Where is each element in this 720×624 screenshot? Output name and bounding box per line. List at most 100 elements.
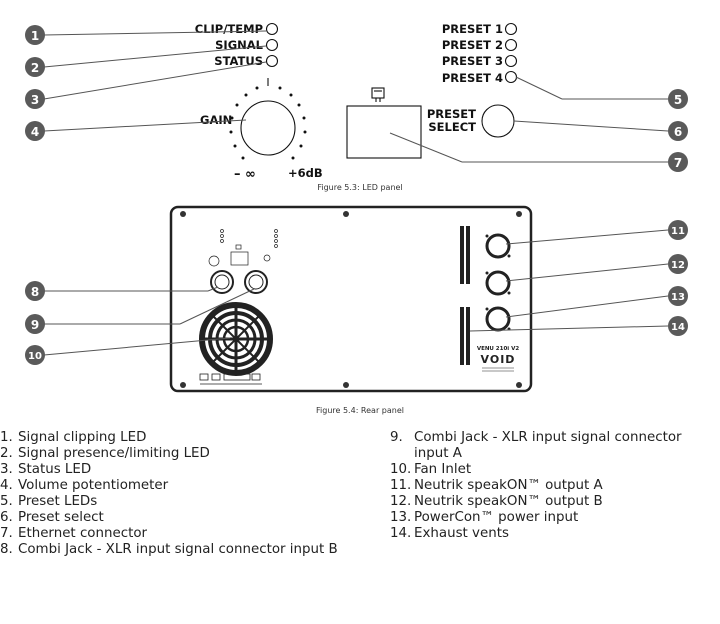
legend-item-number: 8. xyxy=(0,542,13,557)
svg-text:1: 1 xyxy=(31,29,39,43)
status-label: STATUS xyxy=(214,54,263,68)
legend-item-text: Combi Jack - XLR input signal connector … xyxy=(414,430,682,461)
status-led-icon xyxy=(265,54,279,68)
legend-item-text: Status LED xyxy=(18,462,92,477)
warning-labels xyxy=(199,373,262,385)
legend-item-text: Neutrik speakON™ output B xyxy=(414,494,603,509)
svg-text:6: 6 xyxy=(674,125,682,139)
legend-item-number: 9. xyxy=(390,430,403,445)
legend-item-text: Combi Jack - XLR input signal connector … xyxy=(18,542,338,557)
model-label: VENU 210i V2 xyxy=(477,346,520,352)
rear-panel: VENU 210i V2 VOID xyxy=(169,205,533,393)
svg-text:7: 7 xyxy=(674,156,682,170)
speakon-a-icon xyxy=(485,233,511,259)
led-leader-lines xyxy=(43,30,669,163)
legend-item-number: 2. xyxy=(0,446,13,461)
svg-text:11: 11 xyxy=(671,226,685,237)
gain-knob-icon[interactable] xyxy=(240,100,296,156)
preset-select-label-2: SELECT xyxy=(428,120,476,134)
legend-list-right: 9. Combi Jack - XLR input signal connecto… xyxy=(390,430,718,542)
combi-jack-b-icon xyxy=(210,270,234,294)
legend-item-number: 1. xyxy=(0,430,13,445)
legend-item-text: Neutrik speakON™ output A xyxy=(414,478,603,493)
legend-item: 4. Volume potentiometer xyxy=(0,478,352,494)
preset3-label: PRESET 3 xyxy=(442,54,503,68)
led-panel xyxy=(229,22,518,160)
powercon-icon xyxy=(485,306,511,332)
legend-item-text: Preset select xyxy=(18,510,104,525)
legend-item-text: Signal clipping LED xyxy=(18,430,147,445)
callout-5: 5 xyxy=(668,89,688,109)
legend-item: 7. Ethernet connector xyxy=(0,526,352,542)
callout-4: 4 xyxy=(25,121,45,141)
screw-icons xyxy=(180,211,522,388)
preset-select-label-1: PRESET xyxy=(427,107,476,121)
figure-5-4-caption: Figure 5.4: Rear panel xyxy=(316,406,404,415)
callout-13: 13 xyxy=(668,286,688,306)
svg-text:4: 4 xyxy=(31,125,39,139)
legend-item: 8. Combi Jack - XLR input signal connecto… xyxy=(0,542,352,558)
ethernet-port-icon xyxy=(371,87,385,102)
rear-leader-lines xyxy=(43,229,669,356)
legend-item: 14.Exhaust vents xyxy=(390,526,718,542)
legend-item: 3. Status LED xyxy=(0,462,352,478)
signal-label: SIGNAL xyxy=(215,38,264,52)
svg-text:5: 5 xyxy=(674,93,682,107)
gain-scale-dots xyxy=(229,86,307,160)
led-callouts: 1 2 3 4 5 6 7 xyxy=(25,25,688,172)
legend-item-text: Exhaust vents xyxy=(414,526,509,541)
callout-2: 2 xyxy=(25,57,45,77)
callout-1: 1 xyxy=(25,25,45,45)
legend-item-number: 13. xyxy=(390,510,412,525)
rear-callouts: 8 9 10 11 12 13 14 xyxy=(25,220,688,365)
ethernet-connector xyxy=(346,105,422,159)
legend-item-number: 7. xyxy=(0,526,13,541)
callout-8: 8 xyxy=(25,281,45,301)
brand-logo: VOID xyxy=(481,353,516,366)
legend-item-number: 10. xyxy=(390,462,412,477)
preset-select-button[interactable] xyxy=(481,104,515,138)
gain-min-label: – ∞ xyxy=(234,167,256,182)
svg-text:9: 9 xyxy=(31,318,39,332)
preset1-led-icon xyxy=(504,22,518,36)
svg-text:8: 8 xyxy=(31,285,39,299)
callout-9: 9 xyxy=(25,314,45,334)
rear-panel-plate xyxy=(169,205,533,393)
preset2-led-icon xyxy=(504,38,518,52)
legend-item-text: Fan Inlet xyxy=(414,462,472,477)
callout-10: 10 xyxy=(25,345,45,365)
legend-item: 12.Neutrik speakON™ output B xyxy=(390,494,718,510)
preset1-label: PRESET 1 xyxy=(442,22,503,36)
legend-item: 13.PowerCon™ power input xyxy=(390,510,718,526)
legend-item: 5.Preset LEDs xyxy=(0,494,352,510)
preset4-label: PRESET 4 xyxy=(442,71,503,85)
legend-item: 2. Signal presence/limiting LED xyxy=(0,446,352,462)
callout-14: 14 xyxy=(668,316,688,336)
clip-label: CLIP/TEMP xyxy=(195,22,263,36)
legend-item-number: 4. xyxy=(0,478,13,493)
svg-text:2: 2 xyxy=(31,61,39,75)
legend-item-number: 5. xyxy=(0,494,13,509)
legend-item: 10.Fan Inlet xyxy=(390,462,718,478)
legend-list-left: 1. Signal clipping LED 2. Signal presence/l… xyxy=(0,430,352,558)
speakon-b-icon xyxy=(485,270,511,296)
legend-item: 1. Signal clipping LED xyxy=(0,430,352,446)
callout-3: 3 xyxy=(25,89,45,109)
svg-text:13: 13 xyxy=(671,292,685,303)
svg-text:3: 3 xyxy=(31,93,39,107)
legend-item-number: 3. xyxy=(0,462,13,477)
signal-led-icon xyxy=(265,38,279,52)
legend-item: 6.Preset select xyxy=(0,510,352,526)
figure-5-3-caption: Figure 5.3: LED panel xyxy=(317,183,402,192)
legend-item: 9. Combi Jack - XLR input signal connecto… xyxy=(390,430,718,462)
legend-item-text: Volume potentiometer xyxy=(18,478,169,493)
legend-item-text: Ethernet connector xyxy=(18,526,148,541)
combi-jack-a-icon xyxy=(244,270,268,294)
callout-11: 11 xyxy=(668,220,688,240)
legend-item-text: Signal presence/limiting LED xyxy=(18,446,210,461)
legend-item-text: PowerCon™ power input xyxy=(414,510,579,525)
legend-item-number: 12. xyxy=(390,494,412,509)
callout-7: 7 xyxy=(668,152,688,172)
gain-max-label: +6dB xyxy=(288,166,323,180)
legend-item-number: 14. xyxy=(390,526,412,541)
